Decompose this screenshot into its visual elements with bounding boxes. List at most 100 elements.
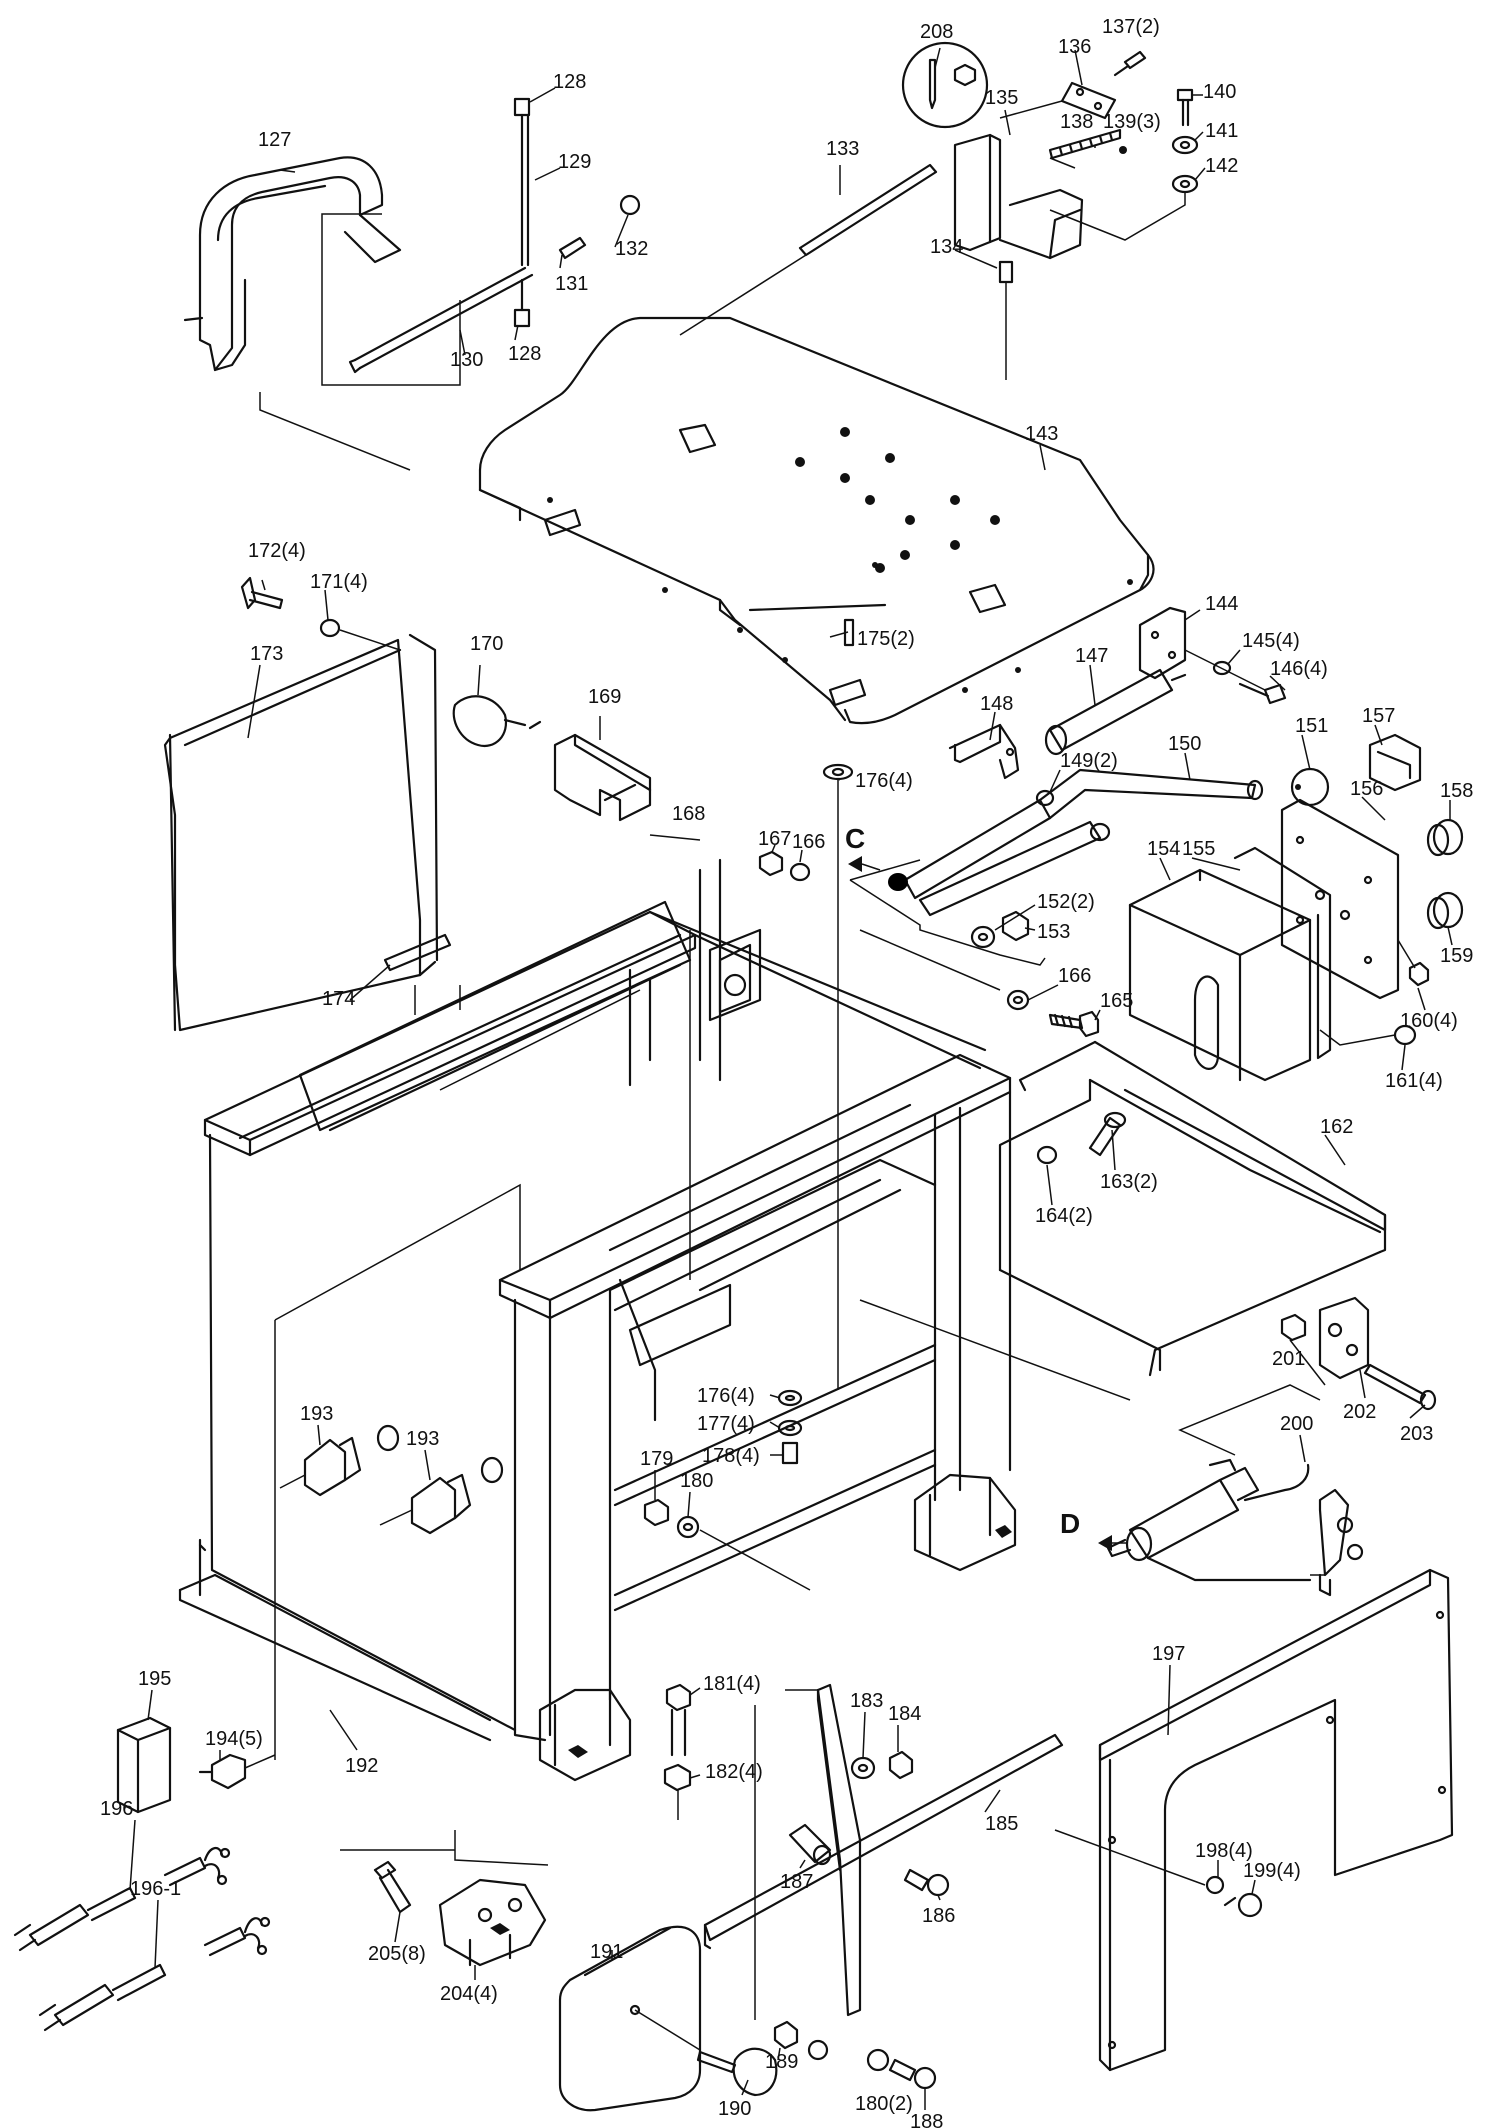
- cord-guide-line: [244, 1754, 276, 1769]
- callout-159: 159: [1440, 945, 1473, 967]
- part-160-screw: [1408, 961, 1430, 987]
- part-200-hydraulic-cylinder: [1106, 1458, 1364, 1597]
- part-155-plate: [1233, 846, 1332, 1060]
- callout-193-upper: 193: [300, 1403, 333, 1425]
- part-173-door-panel: [163, 633, 439, 1032]
- callout-160: 160(4): [1400, 1010, 1458, 1032]
- part-148-angle-bracket: [948, 723, 1020, 780]
- vise-guide-lines: [999, 100, 1186, 241]
- part-167-nut: [758, 850, 784, 877]
- callout-140: 140: [1203, 81, 1236, 103]
- callout-186: 186: [922, 1905, 955, 1927]
- callout-166-top: 166: [792, 831, 825, 853]
- part-192-stand: [178, 858, 1012, 1742]
- callout-195: 195: [138, 1668, 171, 1690]
- callout-168: 168: [672, 803, 705, 825]
- callout-171: 171(4): [310, 571, 368, 593]
- part-stand-foot-left: [538, 1688, 632, 1782]
- part-152-washer: [970, 925, 996, 949]
- part-147-cylinder: [1044, 668, 1187, 756]
- callout-196: 196: [100, 1798, 133, 1820]
- part-149b-washer: [1089, 822, 1111, 842]
- callout-187: 187: [780, 1871, 813, 1893]
- callout-196-1: 196-1: [130, 1878, 181, 1900]
- part-181-bolt: [665, 1683, 692, 1757]
- part-134-pin: [998, 260, 1014, 284]
- callout-128-bottom: 128: [508, 343, 541, 365]
- callout-152: 152(2): [1037, 891, 1095, 913]
- callout-129: 129: [558, 151, 591, 173]
- callout-169: 169: [588, 686, 621, 708]
- callout-162: 162: [1320, 1116, 1353, 1138]
- part-196-1-power-cord: [38, 1916, 271, 2032]
- callout-164: 164(2): [1035, 1205, 1093, 1227]
- handle-guide-lines: [849, 879, 1046, 966]
- callout-181: 181(4): [703, 1673, 761, 1695]
- part-176-washer-low: [777, 1389, 803, 1407]
- part-158-knob: [1426, 818, 1464, 857]
- part-179-nut: [643, 1498, 670, 1527]
- part-150-handle: [903, 768, 1264, 917]
- callout-149: 149(2): [1060, 750, 1118, 772]
- part-178-bolt: [781, 1441, 799, 1465]
- part-195-switch-box: [116, 1716, 172, 1814]
- part-174-plate: [383, 933, 452, 972]
- callout-204: 204(4): [440, 1983, 498, 2005]
- part-162-tray: [998, 1040, 1387, 1377]
- part-182-nut: [663, 1763, 692, 1792]
- part-188-bolt: [888, 2058, 937, 2090]
- callout-183: 183: [850, 1690, 883, 1712]
- callout-208: 208: [920, 21, 953, 43]
- part-205-bolt: [373, 1860, 412, 1914]
- part-153-nut: [1001, 910, 1030, 942]
- callout-182: 182(4): [705, 1761, 763, 1783]
- callout-191: 191: [590, 1941, 623, 1963]
- callout-197: 197: [1152, 1643, 1185, 1665]
- callout-190: 190: [718, 2098, 751, 2120]
- part-186-bolt: [903, 1868, 950, 1897]
- callout-184: 184: [888, 1703, 921, 1725]
- part-139-rivet: [1119, 146, 1127, 154]
- part-141-washer: [1171, 135, 1199, 155]
- part-170-knob: [452, 695, 542, 748]
- callout-143: 143: [1025, 423, 1058, 445]
- callout-176-top: 176(4): [855, 770, 913, 792]
- part-146-bolt: [1238, 682, 1287, 705]
- part-190-knob: [696, 2047, 778, 2097]
- callout-166-right: 166: [1058, 965, 1091, 987]
- part-183-washer: [850, 1756, 876, 1780]
- callout-138: 138: [1060, 111, 1093, 133]
- fitting-guide-lines: [279, 1474, 413, 1526]
- callout-139: 139(3): [1103, 111, 1161, 133]
- part-193-fitting-upper: [303, 1424, 400, 1497]
- part-166-washer: [1006, 989, 1030, 1011]
- bracket-guide-line: [1184, 649, 1266, 691]
- part-197-side-panel: [1098, 1568, 1454, 2072]
- nut-guide-line: [699, 1529, 811, 1591]
- bolt-guide-line: [859, 929, 1001, 991]
- stand-guide-lines: [274, 930, 1131, 1760]
- part-137-screw: [1113, 50, 1147, 77]
- part-140-bolt: [1176, 88, 1194, 127]
- callout-200: 200: [1280, 1413, 1313, 1435]
- panel-screw-guide-line: [1054, 1829, 1206, 1886]
- callout-180-lower: 180(2): [855, 2093, 913, 2115]
- callout-136: 136: [1058, 36, 1091, 58]
- part-157-switch: [1368, 733, 1422, 792]
- part-184-nut: [888, 1750, 914, 1780]
- view-label-c: C: [845, 823, 865, 854]
- callout-203: 203: [1400, 1423, 1433, 1445]
- part-183-185-support-arm: [816, 1683, 862, 2017]
- part-198-washer: [1205, 1875, 1225, 1895]
- part-129-130-clamp-screw: [348, 97, 641, 374]
- part-169-clamp-block: [553, 733, 652, 822]
- view-label-d: D: [1060, 1508, 1080, 1539]
- part-145-washer: [1212, 660, 1232, 676]
- ball-screw: [1295, 784, 1301, 790]
- part-156-panel: [1280, 798, 1400, 1000]
- part-194-strain-relief: [198, 1753, 247, 1790]
- part-138-scale: [1048, 128, 1122, 160]
- callout-156: 156: [1350, 778, 1383, 800]
- callout-193-lower: 193: [406, 1428, 439, 1450]
- callout-155: 155: [1182, 838, 1215, 860]
